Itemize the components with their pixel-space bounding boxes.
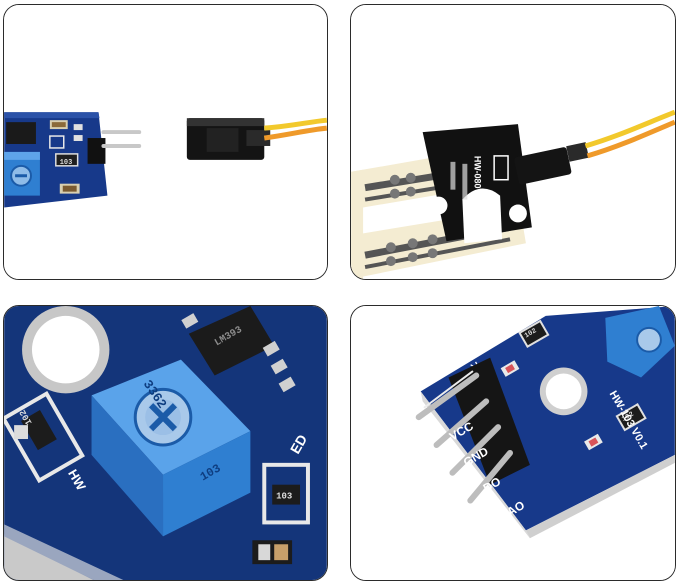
comparator-ic: LM393	[181, 306, 296, 393]
soil-probe-illustration: HW-080	[351, 5, 675, 279]
resistor-left: 102	[4, 390, 85, 484]
board-label: HW-080	[472, 156, 482, 189]
photo-potentiometer-closeup: 102 LM393 3362 103 103	[3, 305, 328, 581]
pin-header	[415, 357, 530, 504]
svg-text:103: 103	[60, 159, 73, 167]
probe-head: HW-080	[422, 124, 532, 244]
photo-module-and-connector: 103	[3, 4, 328, 280]
resistor-right-code: 103	[276, 492, 292, 502]
mounting-hole	[22, 306, 110, 394]
photo-soil-probe: HW-080	[350, 4, 676, 280]
resistor-right: 103	[252, 462, 310, 565]
probe-connector	[514, 109, 675, 185]
pot-closeup-illustration: 102 LM393 3362 103 103	[4, 306, 327, 580]
module-connector-illustration: 103	[4, 5, 327, 279]
potentiometer: 3362 103	[91, 359, 251, 537]
potentiometer	[4, 151, 40, 196]
potentiometer	[605, 306, 675, 378]
jumper-wires	[263, 117, 327, 141]
photo-pin-header: 102 102 HW-103 V0.1 不检测 VCC GND DO AO	[350, 305, 676, 581]
pin-header-illustration: 102 102 HW-103 V0.1 不检测 VCC GND DO AO	[351, 306, 675, 580]
dupont-connector	[186, 118, 271, 160]
module-header	[87, 130, 142, 164]
